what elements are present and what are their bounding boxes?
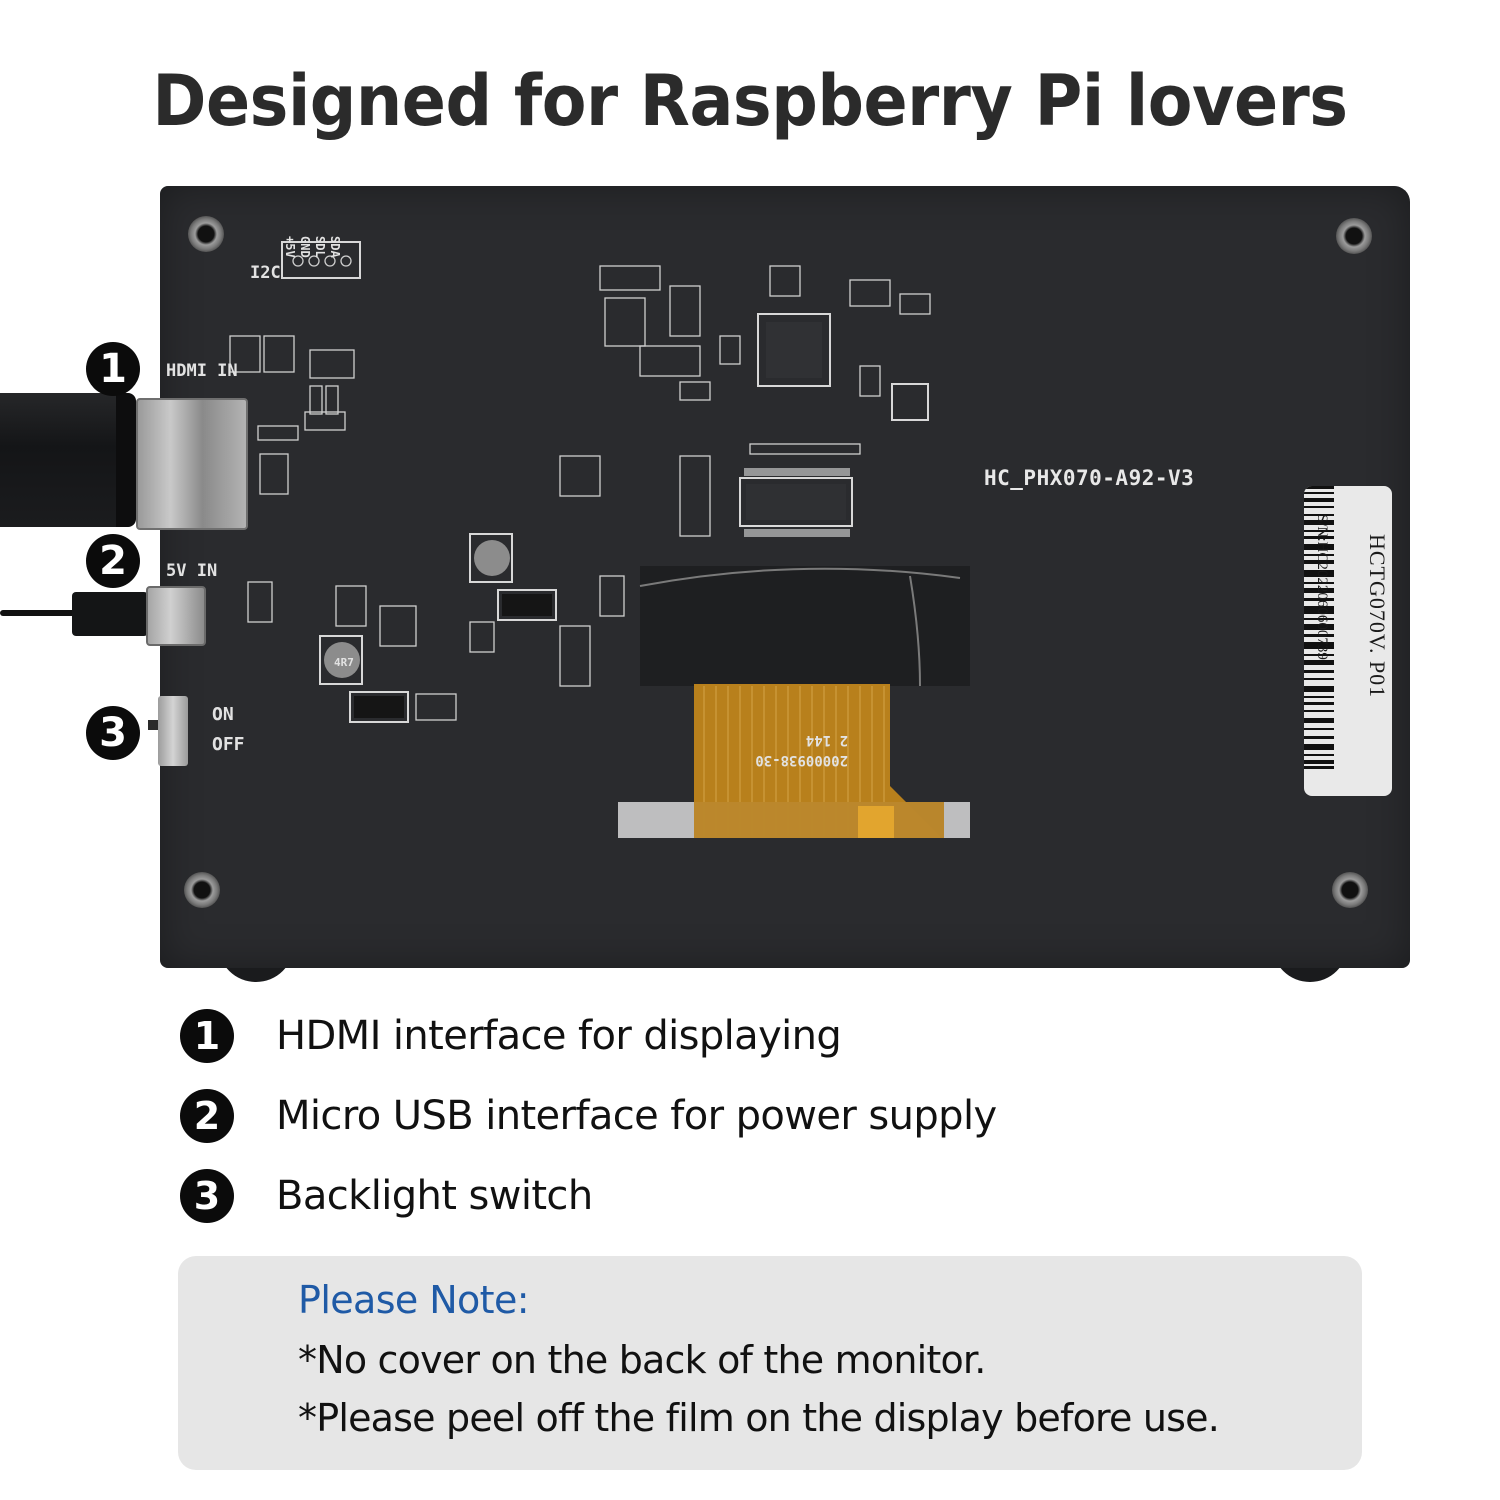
switch-off-label: OFF: [212, 734, 245, 755]
i2c-pin: [292, 255, 304, 267]
feature-text: Backlight switch: [276, 1173, 593, 1219]
inductor-marking: 4R7: [334, 656, 354, 669]
mount-hole-bottom-left: [184, 872, 220, 908]
svg-text:GND: GND: [298, 236, 312, 258]
feature-number-badge: 3: [180, 1169, 234, 1223]
sop8-outline: [891, 383, 929, 421]
micro-usb-port[interactable]: [146, 586, 206, 646]
note-line: *No cover on the back of the monitor.: [298, 1338, 986, 1382]
mount-hole-bottom-right: [1332, 872, 1368, 908]
note-title: Please Note:: [298, 1278, 530, 1322]
inductor-2: [324, 642, 360, 678]
micro-usb-plug: [72, 592, 148, 636]
mount-hole-top-right: [1336, 218, 1372, 254]
sticker-serial: S/N:HC2022060600739: [1314, 514, 1330, 660]
power-in-label: 5V IN: [166, 561, 217, 581]
note-box: Please Note: *No cover on the back of th…: [178, 1256, 1362, 1470]
pcb-model-number: HC_PHX070-A92-V3: [984, 466, 1195, 490]
callout-badge-3: 3: [86, 706, 140, 760]
fpc-marking-1: 2 144: [806, 732, 848, 748]
usb-cable: [0, 610, 76, 616]
sticker-model: HCTG070V. P01: [1365, 534, 1390, 699]
callout-badge-2: 2: [86, 534, 140, 588]
hdmi-area-components: [229, 335, 355, 495]
fpc-marking-2: 20000938-30: [755, 752, 848, 768]
backlight-switch[interactable]: [158, 696, 188, 766]
pcb-silkscreen-artwork: I2C +5V GND SDL SDA HDMI IN 5V IN ON OFF…: [166, 236, 970, 838]
switch-on-label: ON: [212, 704, 234, 725]
hdmi-plug-collar: [116, 393, 136, 527]
hdmi-cable-plug: [0, 393, 136, 527]
foam-tape: [640, 566, 970, 686]
note-line: *Please peel off the film on the display…: [298, 1396, 1220, 1440]
feature-number-badge: 2: [180, 1089, 234, 1143]
hdmi-in-label: HDMI IN: [166, 361, 238, 381]
feature-item: 1 HDMI interface for displaying: [180, 1006, 1180, 1066]
mount-hole-top-left: [188, 216, 224, 252]
svg-text:+5V: +5V: [283, 236, 297, 258]
fpc-ribbon: [618, 684, 970, 838]
i2c-pin: [340, 255, 352, 267]
mcu-chip-outline: [757, 313, 831, 387]
svg-text:SDL: SDL: [313, 236, 327, 258]
i2c-pin: [308, 255, 320, 267]
driver-ic: [679, 443, 861, 537]
callout-badge-1: 1: [86, 342, 140, 396]
serial-label-sticker: HCTG070V. P01 S/N:HC2022060600739: [1304, 486, 1392, 796]
svg-text:SDA: SDA: [328, 236, 342, 258]
feature-item: 3 Backlight switch: [180, 1166, 1180, 1226]
inductor: [474, 540, 510, 576]
i2c-pin: [324, 255, 336, 267]
switch-knob[interactable]: [148, 720, 160, 730]
feature-item: 2 Micro USB interface for power supply: [180, 1086, 1180, 1146]
i2c-header-outline: [281, 241, 361, 279]
mcu-cluster: [599, 265, 931, 421]
power-cluster: [247, 455, 625, 723]
feature-number-badge: 1: [180, 1009, 234, 1063]
display-back-pcb: I2C +5V GND SDL SDA HDMI IN 5V IN ON OFF…: [160, 186, 1410, 968]
mini-hdmi-port[interactable]: [136, 398, 248, 530]
barcode: [1304, 486, 1334, 769]
feature-text: HDMI interface for displaying: [276, 1013, 842, 1059]
page-headline: Designed for Raspberry Pi lovers: [152, 60, 1348, 142]
i2c-label: I2C: [250, 263, 281, 283]
feature-text: Micro USB interface for power supply: [276, 1093, 997, 1139]
